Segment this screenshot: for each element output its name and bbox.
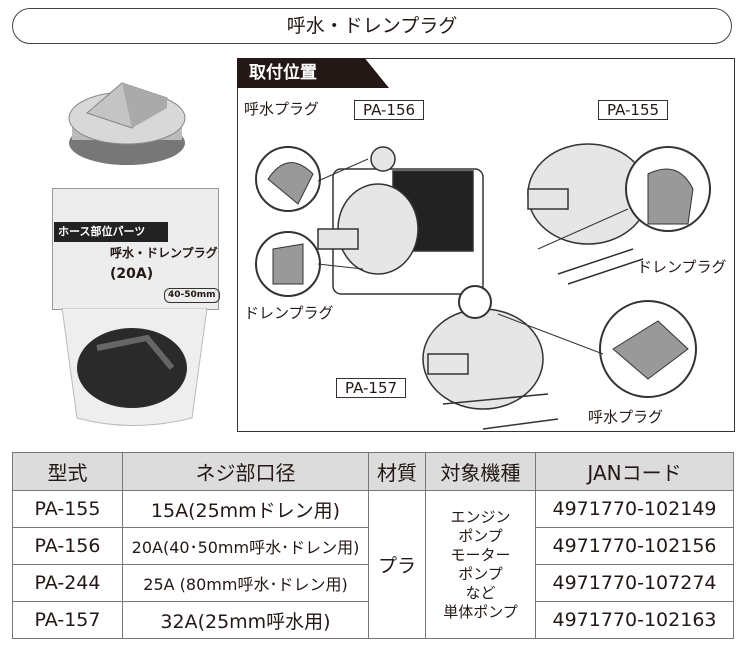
cell-model: PA-156 bbox=[12, 527, 123, 565]
target-line: ポンプ bbox=[458, 564, 503, 583]
package-badge: 40-50mm bbox=[164, 288, 220, 303]
cell-jan: 4971770-102149 bbox=[535, 490, 734, 528]
priming-plug-label: 呼水プラグ bbox=[244, 100, 320, 118]
table-row: PA-157 32A(25mm呼水用) 4971770-102163 bbox=[12, 601, 734, 639]
plug-product-image bbox=[68, 82, 186, 165]
install-position-panel bbox=[237, 58, 735, 432]
model-label-pa156: PA-156 bbox=[354, 100, 425, 120]
cell-thread: 25A (80mm呼水･ドレン用) bbox=[122, 564, 369, 602]
table-row: PA-244 25A (80mm呼水･ドレン用) 4971770-107274 bbox=[12, 564, 734, 602]
cell-material: プラ bbox=[368, 490, 426, 639]
target-line: モーター bbox=[450, 545, 511, 564]
header-thread: ネジ部口径 bbox=[122, 452, 369, 491]
target-line: エンジン bbox=[450, 507, 511, 526]
model-label-pa157: PA-157 bbox=[336, 378, 407, 398]
target-line: など bbox=[465, 583, 496, 602]
header-model: 型式 bbox=[12, 452, 123, 491]
cell-jan: 4971770-102156 bbox=[535, 527, 734, 565]
priming-plug-label-2: 呼水プラグ bbox=[588, 408, 664, 426]
section-title: 呼水・ドレンプラグ bbox=[12, 8, 732, 44]
package-image: ホース部位パーツ 呼水・ドレンプラグ (20A) 40-50mm bbox=[52, 188, 220, 428]
table-row: PA-155 15A(25mmドレン用) プラ エンジンポンプモーターポンプなど… bbox=[12, 490, 734, 639]
target-line: ポンプ bbox=[458, 526, 503, 545]
cell-model: PA-157 bbox=[12, 601, 123, 639]
table-row: PA-156 20A(40･50mm呼水･ドレン用) 4971770-10215… bbox=[12, 527, 734, 565]
cell-model: PA-155 bbox=[12, 490, 123, 528]
model-label-pa155: PA-155 bbox=[598, 100, 669, 120]
cell-thread: 32A(25mm呼水用) bbox=[122, 601, 369, 639]
header-target: 対象機種 bbox=[425, 452, 536, 491]
target-line: 単体ポンプ bbox=[443, 602, 518, 621]
install-position-heading: 取付位置 bbox=[237, 58, 389, 88]
package-brand-band: ホース部位パーツ bbox=[54, 222, 168, 242]
package-size: (20A) bbox=[110, 266, 154, 282]
header-jan: JANコード bbox=[535, 452, 734, 491]
pump-illustrations bbox=[255, 143, 711, 430]
table-header-row: 型式 ネジ部口径 材質 対象機種 JANコード bbox=[12, 452, 734, 491]
cell-model: PA-244 bbox=[12, 564, 123, 602]
header-material: 材質 bbox=[368, 452, 426, 491]
cell-jan: 4971770-107274 bbox=[535, 564, 734, 602]
spec-table: 型式 ネジ部口径 材質 対象機種 JANコード PA-155 15A(25mmド… bbox=[12, 452, 734, 639]
cell-jan: 4971770-102163 bbox=[535, 601, 734, 639]
drain-plug-label-2: ドレンプラグ bbox=[637, 258, 727, 276]
cell-thread: 20A(40･50mm呼水･ドレン用) bbox=[122, 527, 369, 565]
drain-plug-label: ドレンプラグ bbox=[244, 304, 334, 322]
package-product-name: 呼水・ドレンプラグ bbox=[110, 246, 218, 260]
cell-target: エンジンポンプモーターポンプなど単体ポンプ bbox=[425, 490, 536, 639]
cell-thread: 15A(25mmドレン用) bbox=[122, 490, 369, 528]
